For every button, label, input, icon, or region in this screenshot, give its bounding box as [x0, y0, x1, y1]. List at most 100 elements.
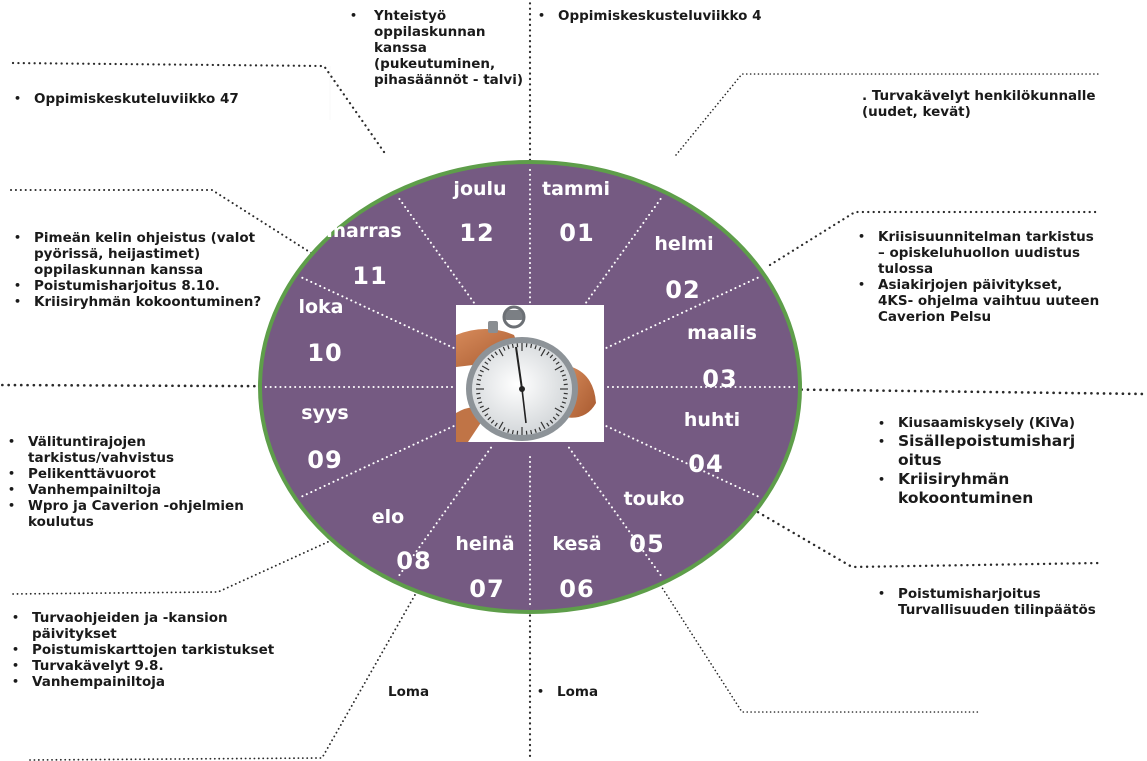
dial-tick	[478, 401, 483, 404]
month-label-tammi: tammi	[541, 178, 611, 200]
dial-tick	[540, 421, 546, 430]
note-item-september-3: Vanhempainiltoja	[6, 482, 296, 498]
april-notes: Kiusaamiskysely (KiVa) Sisällepoistumish…	[876, 415, 1076, 508]
dial-tick	[546, 422, 550, 427]
march-notes: Kriisisuunnitelman tarkistus – opiskeluh…	[856, 229, 1102, 325]
dial-tick	[562, 397, 568, 400]
month-label-touko: touko	[623, 488, 685, 510]
dial-tick	[561, 374, 566, 377]
connector-february	[675, 73, 1101, 156]
connector-december	[8, 61, 386, 154]
month-label-kesa: kesä	[552, 533, 602, 555]
august-notes: Turvaohjeiden ja -kansion päivitykset Po…	[10, 610, 280, 690]
month-label-marras: marras	[326, 220, 402, 242]
dial-tick	[498, 348, 504, 357]
dial-tick	[560, 405, 565, 409]
dial-tick	[540, 348, 546, 357]
dial-tick	[530, 429, 533, 435]
month-label-syys: syys	[301, 402, 349, 424]
note-item-february: . Turvakävelyt henkilökunnalle (uudet, k…	[862, 88, 1096, 120]
note-item-may-1: Poistumisharjoitus	[876, 586, 1146, 602]
january-notes: Oppimiskeskusteluviikko 4	[536, 8, 836, 24]
may-notes: Poistumisharjoitus Turvallisuuden tilinp…	[876, 586, 1146, 618]
note-text-december: Yhteistyö oppilaskunnan kanssa (pukeutum…	[374, 8, 524, 88]
june-notes: Loma	[535, 684, 655, 700]
dial-tick	[498, 421, 504, 430]
note-item-october-2: Poistumisharjoitus 8.10.	[12, 278, 284, 294]
note-item-november: Oppimiskeskuteluviikko 47	[12, 91, 312, 107]
note-item-october-1: Pimeän kelin ohjeistus (valot pyörissä, …	[12, 230, 284, 278]
month-number-07: 07	[469, 575, 505, 603]
note-item-september-2: Pelikenttävuorot	[6, 466, 296, 482]
month-label-huhti: huhti	[683, 409, 741, 431]
connector-october	[9, 189, 457, 346]
dial-tick	[484, 413, 489, 417]
connector-june	[651, 571, 981, 713]
dial-tick	[552, 416, 557, 421]
dial-tick	[549, 354, 554, 359]
dial-tick	[476, 378, 482, 381]
dial-tick	[546, 351, 550, 356]
february-notes: . Turvakävelyt henkilökunnalle (uudet, k…	[862, 88, 1147, 120]
dial-tick	[507, 428, 510, 433]
month-number-08: 08	[396, 547, 432, 575]
sector-divider-lines	[263, 165, 797, 609]
sector-divider-8	[298, 421, 464, 499]
dial-tick	[479, 405, 484, 409]
month-label-helmi: helmi	[654, 233, 714, 255]
dial-tick	[487, 357, 492, 362]
month-label-maalis: maalis	[687, 322, 757, 344]
note-item-april-3: Kriisiryhmän kokoontuminen	[876, 470, 1076, 508]
connector-march	[768, 210, 1102, 267]
note-bullet-december: •	[350, 9, 358, 22]
dial-tick	[555, 361, 560, 365]
sector-divider-2	[596, 275, 762, 353]
month-number-03: 03	[702, 365, 738, 393]
dial-tick	[554, 407, 563, 413]
month-label-loka: loka	[298, 296, 344, 318]
dial-tick	[511, 343, 514, 349]
dial-tick	[481, 407, 490, 413]
month-label-joulu: joulu	[453, 178, 507, 200]
note-item-october-3: Kriisiryhmän kokoontuminen?	[12, 294, 284, 310]
month-number-11: 11	[352, 262, 388, 290]
dial-tick	[478, 374, 483, 377]
note-item-march-2: Asiakirjojen päivitykset, 4KS- ohjelma v…	[856, 277, 1102, 325]
stopwatch-icon	[456, 305, 604, 442]
dial-tick	[530, 343, 533, 349]
dial-tick	[481, 365, 490, 371]
december-notes: • Yhteistyö oppilaskunnan kanssa (pukeut…	[350, 8, 530, 88]
dial-tick	[534, 345, 537, 350]
dial-tick	[484, 361, 489, 365]
note-item-september-1: Välituntirajojen tarkistus/vahvistus	[6, 434, 213, 466]
dial-tick	[562, 378, 568, 381]
note-item-august-2: Poistumiskarttojen tarkistukset	[10, 642, 280, 658]
dial-tick	[534, 428, 537, 433]
dial-tick	[494, 422, 498, 427]
note-item-april-1: Kiusaamiskysely (KiVa)	[876, 415, 1076, 432]
dial-tick	[555, 413, 560, 417]
month-label-heina: heinä	[455, 533, 515, 555]
dial-tick	[476, 397, 482, 400]
month-number-12: 12	[459, 219, 495, 247]
month-number-10: 10	[307, 339, 343, 367]
dial-tick	[502, 346, 506, 351]
dial-tick	[549, 419, 554, 424]
sector-divider-10	[298, 275, 464, 353]
month-number-04: 04	[688, 450, 724, 478]
connector-august	[29, 529, 453, 761]
note-item-august-3: Turvakävelyt 9.8.	[10, 658, 280, 674]
month-number-06: 06	[559, 575, 595, 603]
month-number-05: 05	[629, 530, 665, 558]
sector-divider-4	[596, 421, 762, 499]
month-number-09: 09	[307, 446, 343, 474]
dial-tick	[538, 346, 542, 351]
note-item-july: Loma	[388, 684, 430, 700]
september-notes: Välituntirajojen tarkistus/vahvistus Pel…	[6, 434, 296, 530]
july-notes: Loma	[388, 684, 508, 700]
dial-tick	[502, 427, 506, 432]
note-item-may-2: Turvallisuuden tilinpäätös	[898, 602, 1096, 618]
note-item-june: Loma	[535, 684, 655, 700]
month-number-01: 01	[559, 219, 595, 247]
dial-tick	[490, 419, 495, 424]
